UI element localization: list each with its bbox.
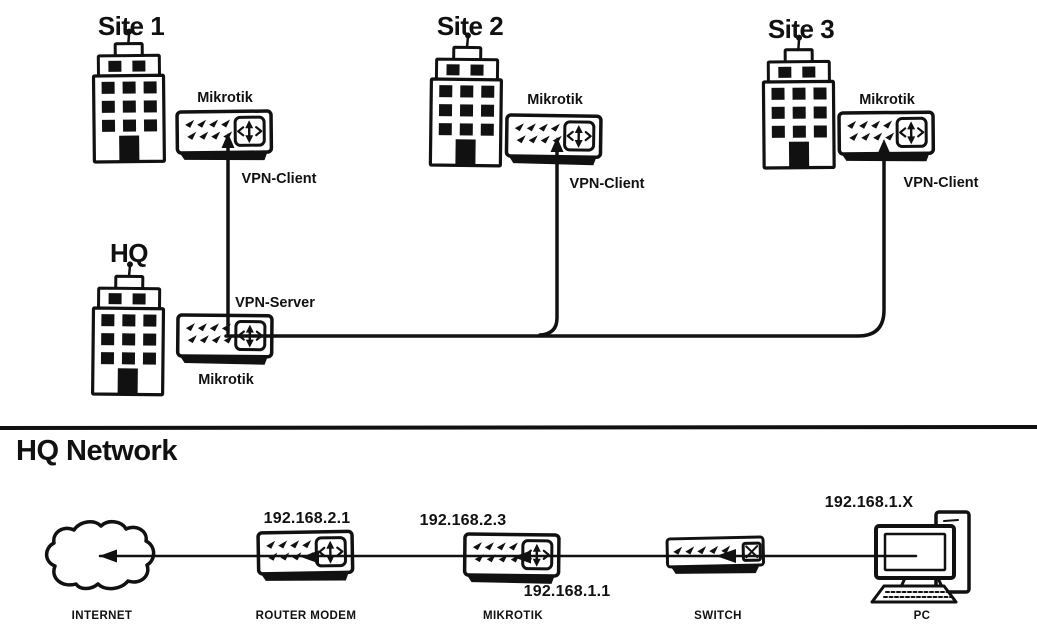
arrow-to-switch-icon — [716, 549, 736, 563]
site2-router-label: Mikrotik — [527, 92, 583, 108]
site1-title: Site 1 — [97, 11, 165, 41]
pc-label: PC — [913, 610, 931, 622]
site1-vpn-role-label: VPN-Client — [241, 171, 317, 187]
pc-icon — [870, 510, 971, 604]
site3-vpn-role-label: VPN-Client — [903, 175, 979, 191]
hq-title: HQ — [110, 238, 149, 268]
switch-label: SWITCH — [694, 610, 742, 622]
site2-router-icon — [506, 115, 601, 165]
arrow-to-router-modem-icon — [301, 550, 319, 564]
vpn-link-site1 — [221, 133, 235, 335]
arrow-up-site2-icon — [550, 137, 564, 152]
arrow-to-internet-icon — [99, 549, 117, 563]
hq-mikrotik-router-icon — [464, 534, 559, 584]
site1-router-label: Mikrotik — [197, 90, 253, 106]
vpn-link-site3-trunk — [224, 139, 891, 338]
site2-title: Site 2 — [436, 11, 504, 41]
arrow-up-site3-icon — [877, 139, 891, 154]
router-modem-ip-label: 192.168.2.1 — [263, 510, 351, 527]
site1-router-icon — [177, 111, 272, 161]
hq-router-label: Mikrotik — [198, 372, 254, 388]
section-divider-line — [0, 425, 1037, 430]
site3-building-icon — [761, 32, 836, 170]
site1-building-icon — [91, 26, 166, 164]
pc-ip-label: 192.168.1.X — [824, 494, 914, 511]
router-modem-label: ROUTER MODEM — [255, 610, 357, 622]
site2-building-icon — [428, 30, 504, 168]
hq-router-icon — [178, 315, 272, 365]
mikrotik-label: MIKROTIK — [482, 610, 544, 622]
site3-router-icon — [839, 112, 933, 162]
internet-label: INTERNET — [71, 610, 133, 622]
hq-network-heading: HQ Network — [16, 435, 177, 467]
vpn-link-site2 — [538, 137, 564, 337]
mikrotik-lan-ip-label: 192.168.1.1 — [523, 583, 611, 600]
arrow-to-mikrotik-icon — [513, 550, 531, 564]
arrow-up-site1-icon — [221, 133, 235, 148]
site2-vpn-role-label: VPN-Client — [569, 176, 645, 192]
hq-vpn-role-label: VPN-Server — [235, 295, 315, 311]
hq-building-icon — [90, 259, 166, 397]
mikrotik-wan-ip-label: 192.168.2.3 — [419, 512, 507, 529]
site3-title: Site 3 — [767, 14, 835, 44]
site3-router-label: Mikrotik — [859, 92, 915, 108]
